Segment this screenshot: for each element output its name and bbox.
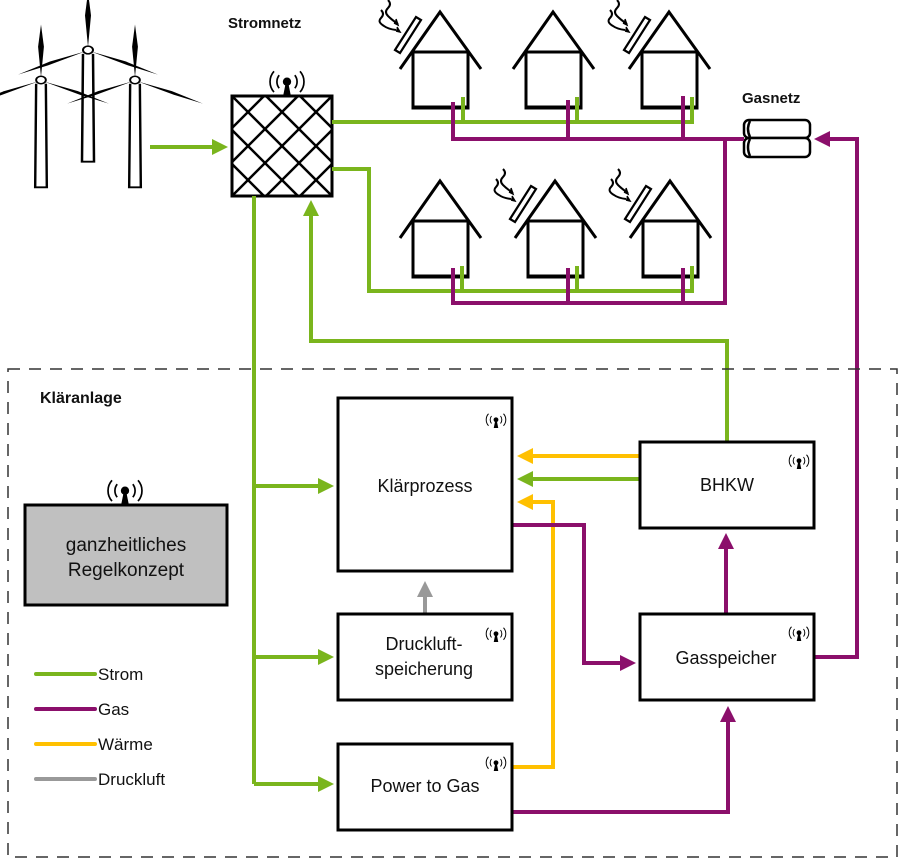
stromnetz-label: Stromnetz <box>228 15 301 32</box>
klaerprozess-node[interactable]: Klärprozess <box>336 396 514 573</box>
gas-line-gasspeicher-to-gasnetz <box>814 131 859 659</box>
bhkw-label: BHKW <box>700 475 754 495</box>
druckluft-label-2: speicherung <box>375 659 473 679</box>
power-to-gas-node[interactable]: Power to Gas <box>336 742 514 832</box>
houses-top-row <box>378 0 712 110</box>
bhkw-node[interactable]: BHKW <box>638 440 816 530</box>
stromnetz-grid-icon <box>230 94 334 198</box>
druckluftspeicherung-node[interactable]: Druckluft- speicherung <box>336 612 514 702</box>
strom-line-grid-to-top-houses <box>332 97 694 124</box>
regelkonzept-box[interactable] <box>23 503 229 607</box>
strom-line-grid-to-bottom-houses <box>332 167 694 293</box>
gas-line-klaerprozess-to-gasspeicher <box>512 523 636 671</box>
strom-line-bhkw-to-grid <box>303 200 729 442</box>
klaerprozess-label: Klärprozess <box>377 476 472 496</box>
regelkonzept-line2: Regelkonzept <box>68 560 185 581</box>
klaeranlage-boundary <box>7 368 898 858</box>
house-icon <box>378 0 483 110</box>
gas-line-top-houses <box>451 102 744 141</box>
waerme-line-ptg-to-klaerprozess <box>512 494 555 769</box>
klaeranlage-label: Kläranlage <box>40 390 122 407</box>
legend-label: Wärme <box>98 735 153 754</box>
gasnetz-pipe-icon <box>742 118 812 159</box>
legend-label: Gas <box>98 700 129 719</box>
house-icon <box>493 167 598 279</box>
gasnetz-label: Gasnetz <box>742 90 800 107</box>
gasspeicher-node[interactable]: Gasspeicher <box>638 612 816 702</box>
house-icon <box>607 0 712 110</box>
power-to-gas-label: Power to Gas <box>370 776 479 796</box>
gas-line-bottom-houses <box>451 139 727 305</box>
controller-antenna-icon <box>107 479 143 506</box>
legend-label: Strom <box>98 665 143 684</box>
regelkonzept-line1: ganzheitliches <box>66 535 186 556</box>
house-icon <box>398 179 483 279</box>
houses-bottom-row <box>398 167 713 279</box>
legend-label: Druckluft <box>98 770 165 789</box>
gasspeicher-label: Gasspeicher <box>675 648 776 668</box>
druckluft-label-1: Druckluft- <box>385 634 462 654</box>
stromnetz-antenna-icon <box>269 70 305 97</box>
gas-line-ptg-to-gasspeicher <box>512 706 736 814</box>
house-icon <box>608 167 713 279</box>
wind-turbines-icon <box>0 0 205 189</box>
house-icon <box>511 10 596 110</box>
